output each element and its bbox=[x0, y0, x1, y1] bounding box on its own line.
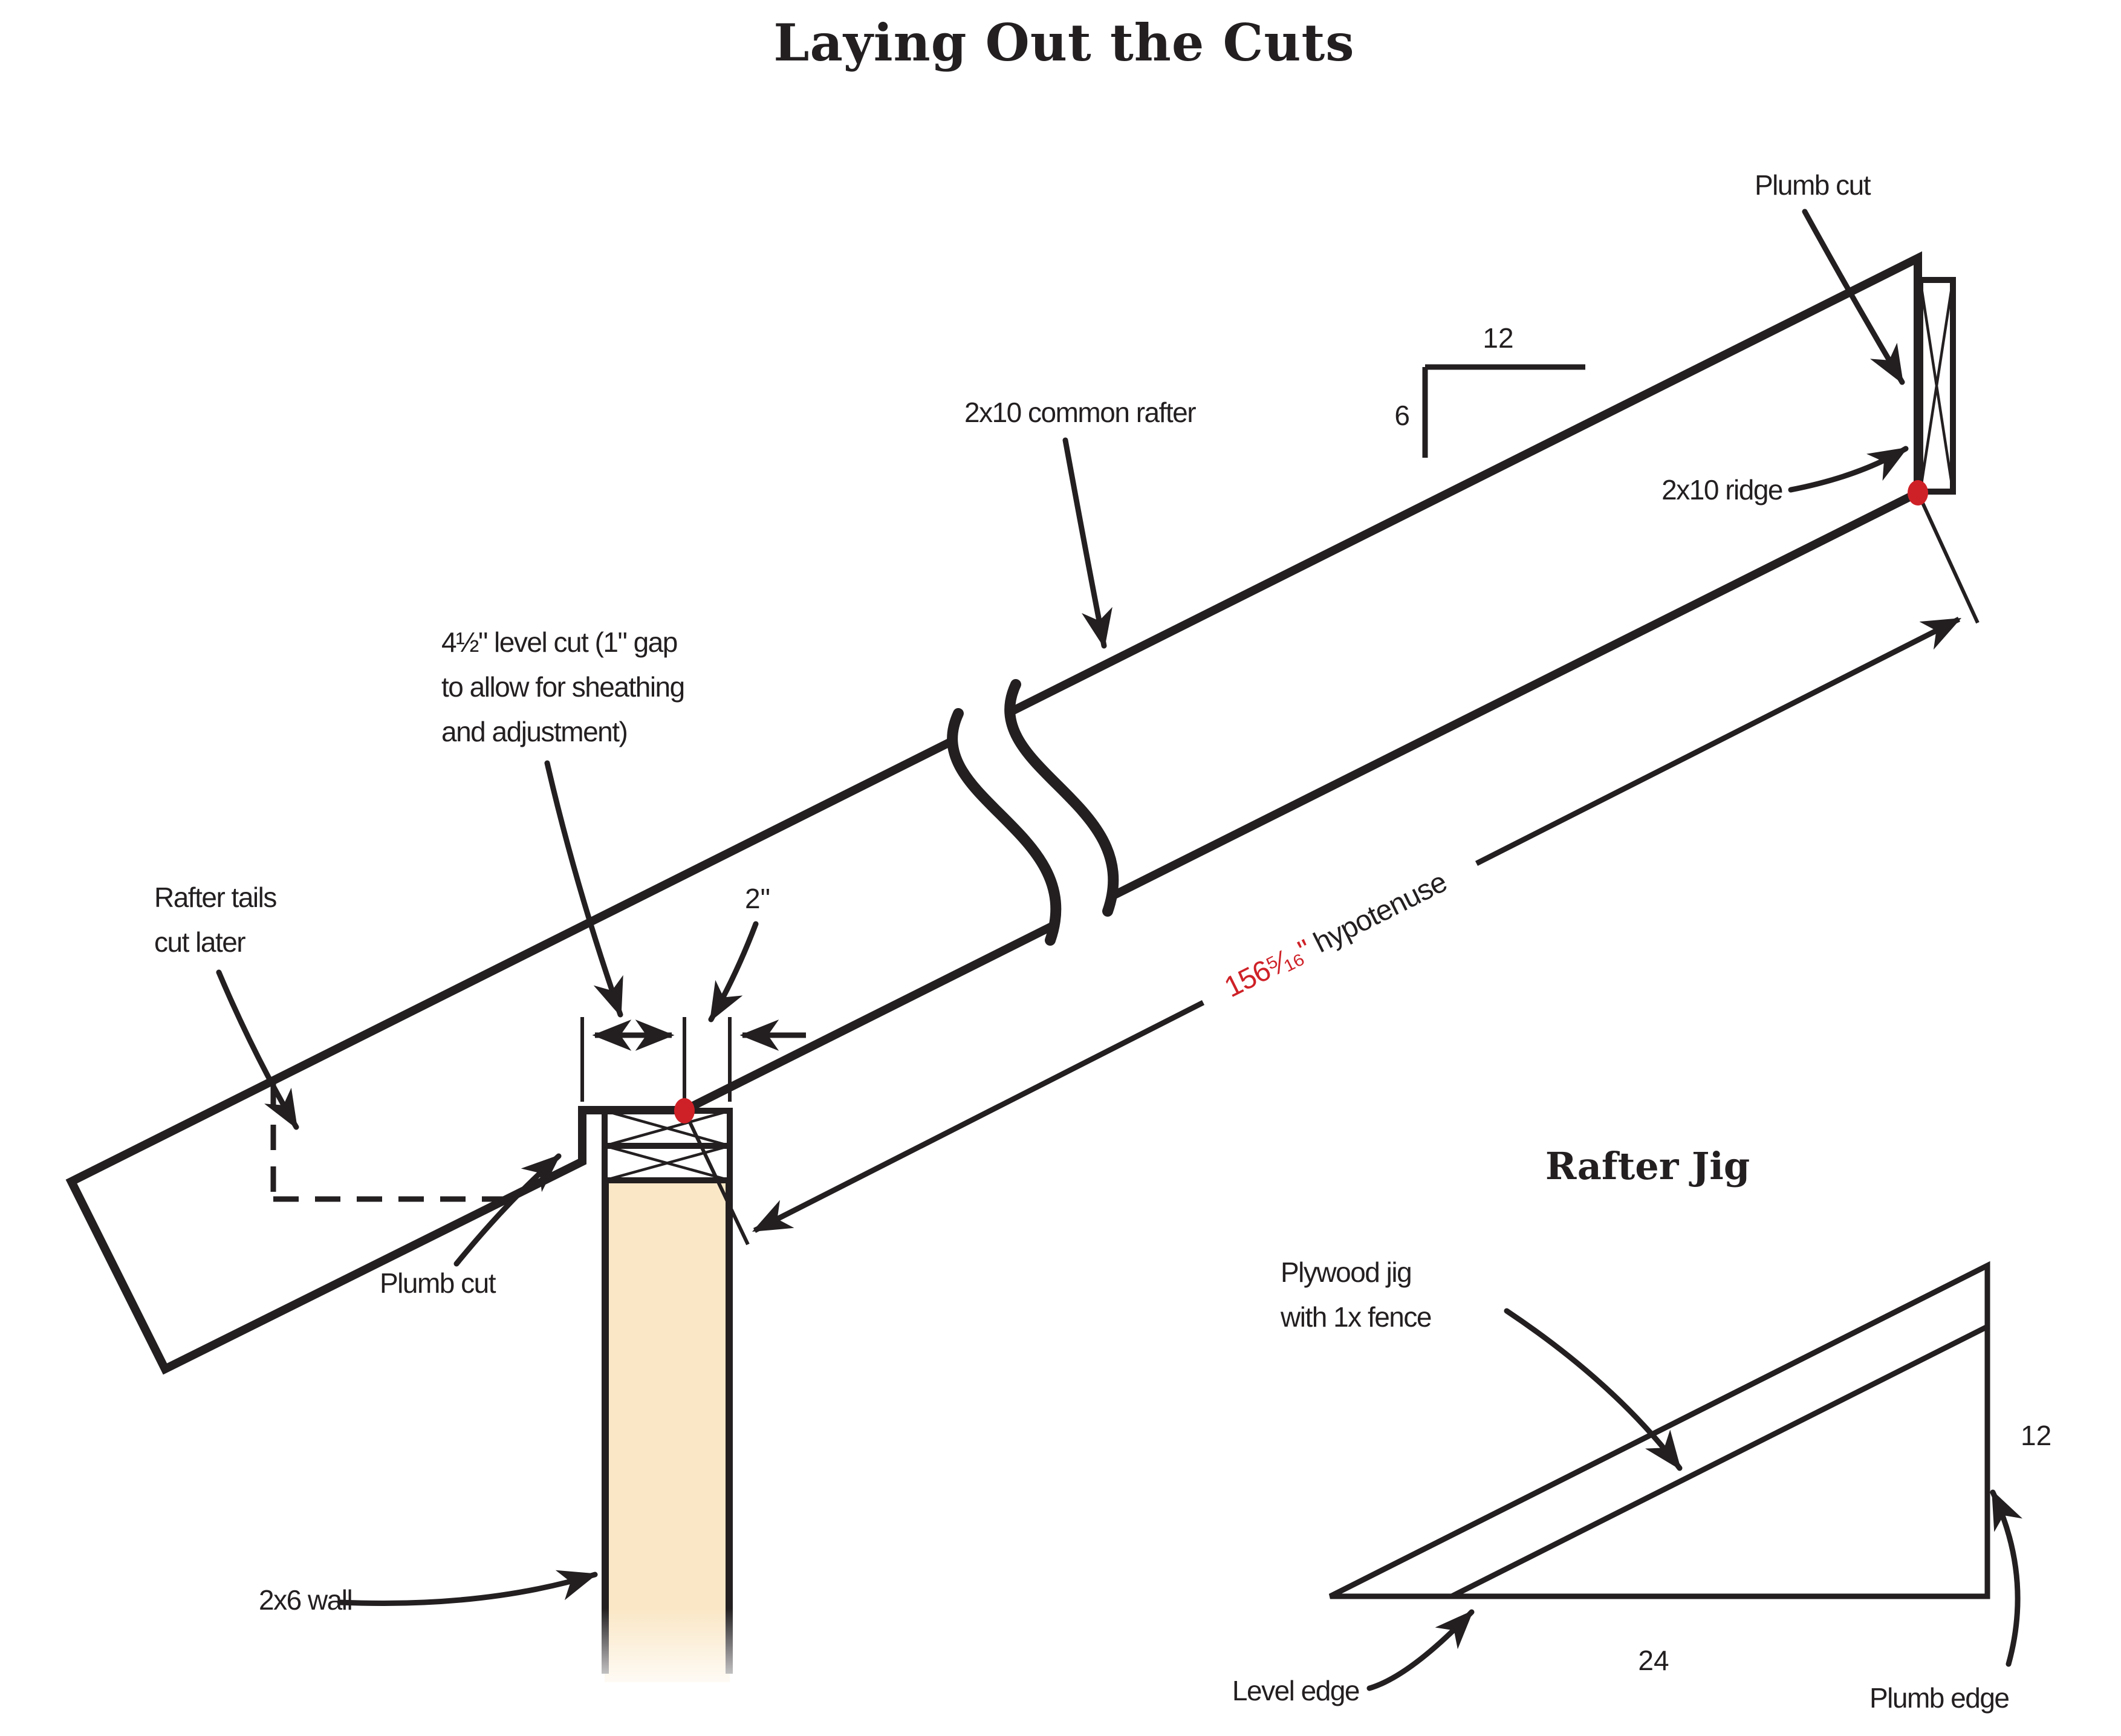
svg-text:Plywood jig: Plywood jig bbox=[1281, 1256, 1411, 1288]
svg-text:Rafter tails: Rafter tails bbox=[154, 882, 276, 913]
rafter-tails-label: Rafter tails cut later bbox=[154, 882, 278, 958]
jig-level-edge-arrow bbox=[1366, 1609, 1475, 1691]
svg-text:and adjustment): and adjustment) bbox=[441, 716, 627, 747]
seat-dimensions bbox=[580, 1017, 806, 1102]
ridge-label: 2x10 ridge bbox=[1661, 474, 1782, 506]
pitch-indicator: 12 6 bbox=[1394, 322, 1585, 458]
measure-point-dot-seat bbox=[674, 1098, 695, 1123]
jig-plywood-label: Plywood jig with 1x fence bbox=[1280, 1256, 1432, 1333]
svg-text:cut later: cut later bbox=[154, 926, 245, 958]
ridge-arrow bbox=[1788, 446, 1909, 493]
break-line-left bbox=[947, 708, 1062, 946]
jig-title: Rafter Jig bbox=[1545, 1144, 1750, 1188]
svg-text:to allow for sheathing: to allow for sheathing bbox=[441, 671, 684, 703]
two-inch-label: 2" bbox=[745, 883, 770, 914]
jig-level-edge-label: Level edge bbox=[1232, 1675, 1359, 1706]
jig-rise-label: 12 bbox=[2021, 1420, 2051, 1451]
level-cut-arrow bbox=[544, 760, 623, 1018]
pitch-rise-label: 6 bbox=[1394, 400, 1410, 431]
plumb-cut-top-label: Plumb cut bbox=[1755, 169, 1871, 201]
wall-fade bbox=[594, 1608, 740, 1699]
wall-studs bbox=[602, 1180, 733, 1674]
svg-text:with 1x fence: with 1x fence bbox=[1280, 1301, 1431, 1333]
svg-text:4½" level cut (1" gap: 4½" level cut (1" gap bbox=[441, 626, 677, 658]
wall bbox=[594, 1108, 740, 1699]
break-line-right bbox=[1004, 679, 1119, 917]
jig-run-label: 24 bbox=[1638, 1645, 1669, 1676]
level-cut-label: 4½" level cut (1" gap to allow for sheat… bbox=[441, 626, 685, 747]
common-rafter-label: 2x10 common rafter bbox=[964, 397, 1196, 428]
jig-plumb-edge-label: Plumb edge bbox=[1869, 1682, 2009, 1714]
rafter-tails-arrow bbox=[216, 969, 299, 1130]
jig-plumb-edge-arrow bbox=[1990, 1489, 2023, 1667]
wall-label: 2x6 wall bbox=[259, 1584, 352, 1616]
page-title: Laying Out the Cuts bbox=[773, 13, 1354, 73]
pitch-run-label: 12 bbox=[1483, 322, 1513, 354]
plumb-cut-lower-label: Plumb cut bbox=[380, 1267, 496, 1299]
rafter-jig: Rafter Jig Plywood jig with 1x fence 12 … bbox=[1232, 1144, 2051, 1714]
measure-point-dot-ridge bbox=[1908, 480, 1928, 506]
jig-plywood-arrow bbox=[1504, 1308, 1683, 1471]
top-plates bbox=[602, 1108, 733, 1183]
common-rafter-arrow bbox=[1062, 437, 1112, 649]
break-gap bbox=[952, 684, 1114, 940]
ridge-board bbox=[1917, 277, 1956, 495]
plumb-cut-lower-arrow bbox=[453, 1153, 562, 1267]
wall-arrow bbox=[337, 1570, 598, 1607]
jig-fence-strip bbox=[1328, 1261, 1990, 1599]
two-inch-arrow bbox=[708, 921, 759, 1022]
plumb-cut-top-arrow bbox=[1802, 209, 1905, 385]
